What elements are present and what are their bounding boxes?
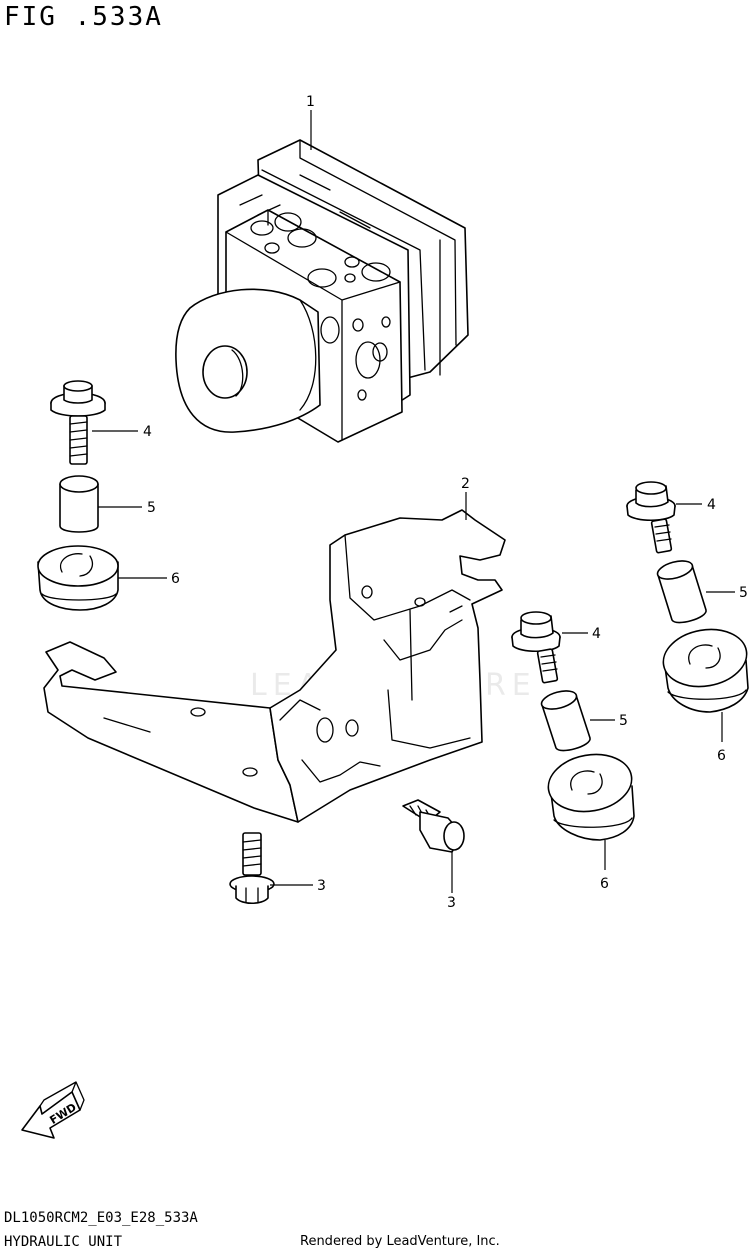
figure-title: FIG .533A: [4, 2, 163, 32]
callout-2: 2: [461, 476, 470, 492]
callout-4-left: 4: [143, 424, 152, 440]
callout-4-right-mid: 4: [592, 626, 601, 642]
flange-bolt-lower-left[interactable]: 3: [229, 832, 326, 905]
callout-6-left: 6: [171, 571, 180, 587]
bolt-left[interactable]: 4: [50, 380, 152, 465]
callout-1: 1: [306, 94, 315, 110]
callout-3b: 3: [447, 895, 456, 911]
bolt-right-mid[interactable]: 4: [511, 611, 601, 684]
callout-5-right-mid: 5: [619, 713, 628, 729]
spacer-left[interactable]: 5: [59, 475, 156, 533]
callout-5-right-top: 5: [739, 585, 748, 601]
spacer-right-mid[interactable]: 5: [540, 688, 628, 752]
callout-3a: 3: [317, 878, 326, 894]
callout-4-right-top: 4: [707, 497, 716, 513]
bolt-right-top[interactable]: 4: [626, 481, 716, 554]
flange-bolt-lower-right[interactable]: 3: [402, 799, 465, 911]
forward-arrow-icon: FWD: [21, 1081, 85, 1139]
spacer-right-top[interactable]: 5: [656, 558, 748, 624]
cushion-right-bottom[interactable]: 6: [544, 748, 636, 892]
hydraulic-unit[interactable]: 1: [175, 94, 469, 443]
callout-6-right-bottom: 6: [600, 876, 609, 892]
credit-text: Rendered by LeadVenture, Inc.: [300, 1234, 500, 1249]
mounting-bracket[interactable]: 2: [43, 476, 506, 823]
cushion-left[interactable]: 6: [37, 545, 180, 611]
callout-6-right-top: 6: [717, 748, 726, 764]
section-name: HYDRAULIC UNIT: [4, 1234, 123, 1250]
callout-5-left: 5: [147, 500, 156, 516]
diagram-code: DL1050RCM2_E03_E28_533A: [4, 1210, 198, 1226]
cushion-right-top[interactable]: 6: [659, 623, 750, 764]
